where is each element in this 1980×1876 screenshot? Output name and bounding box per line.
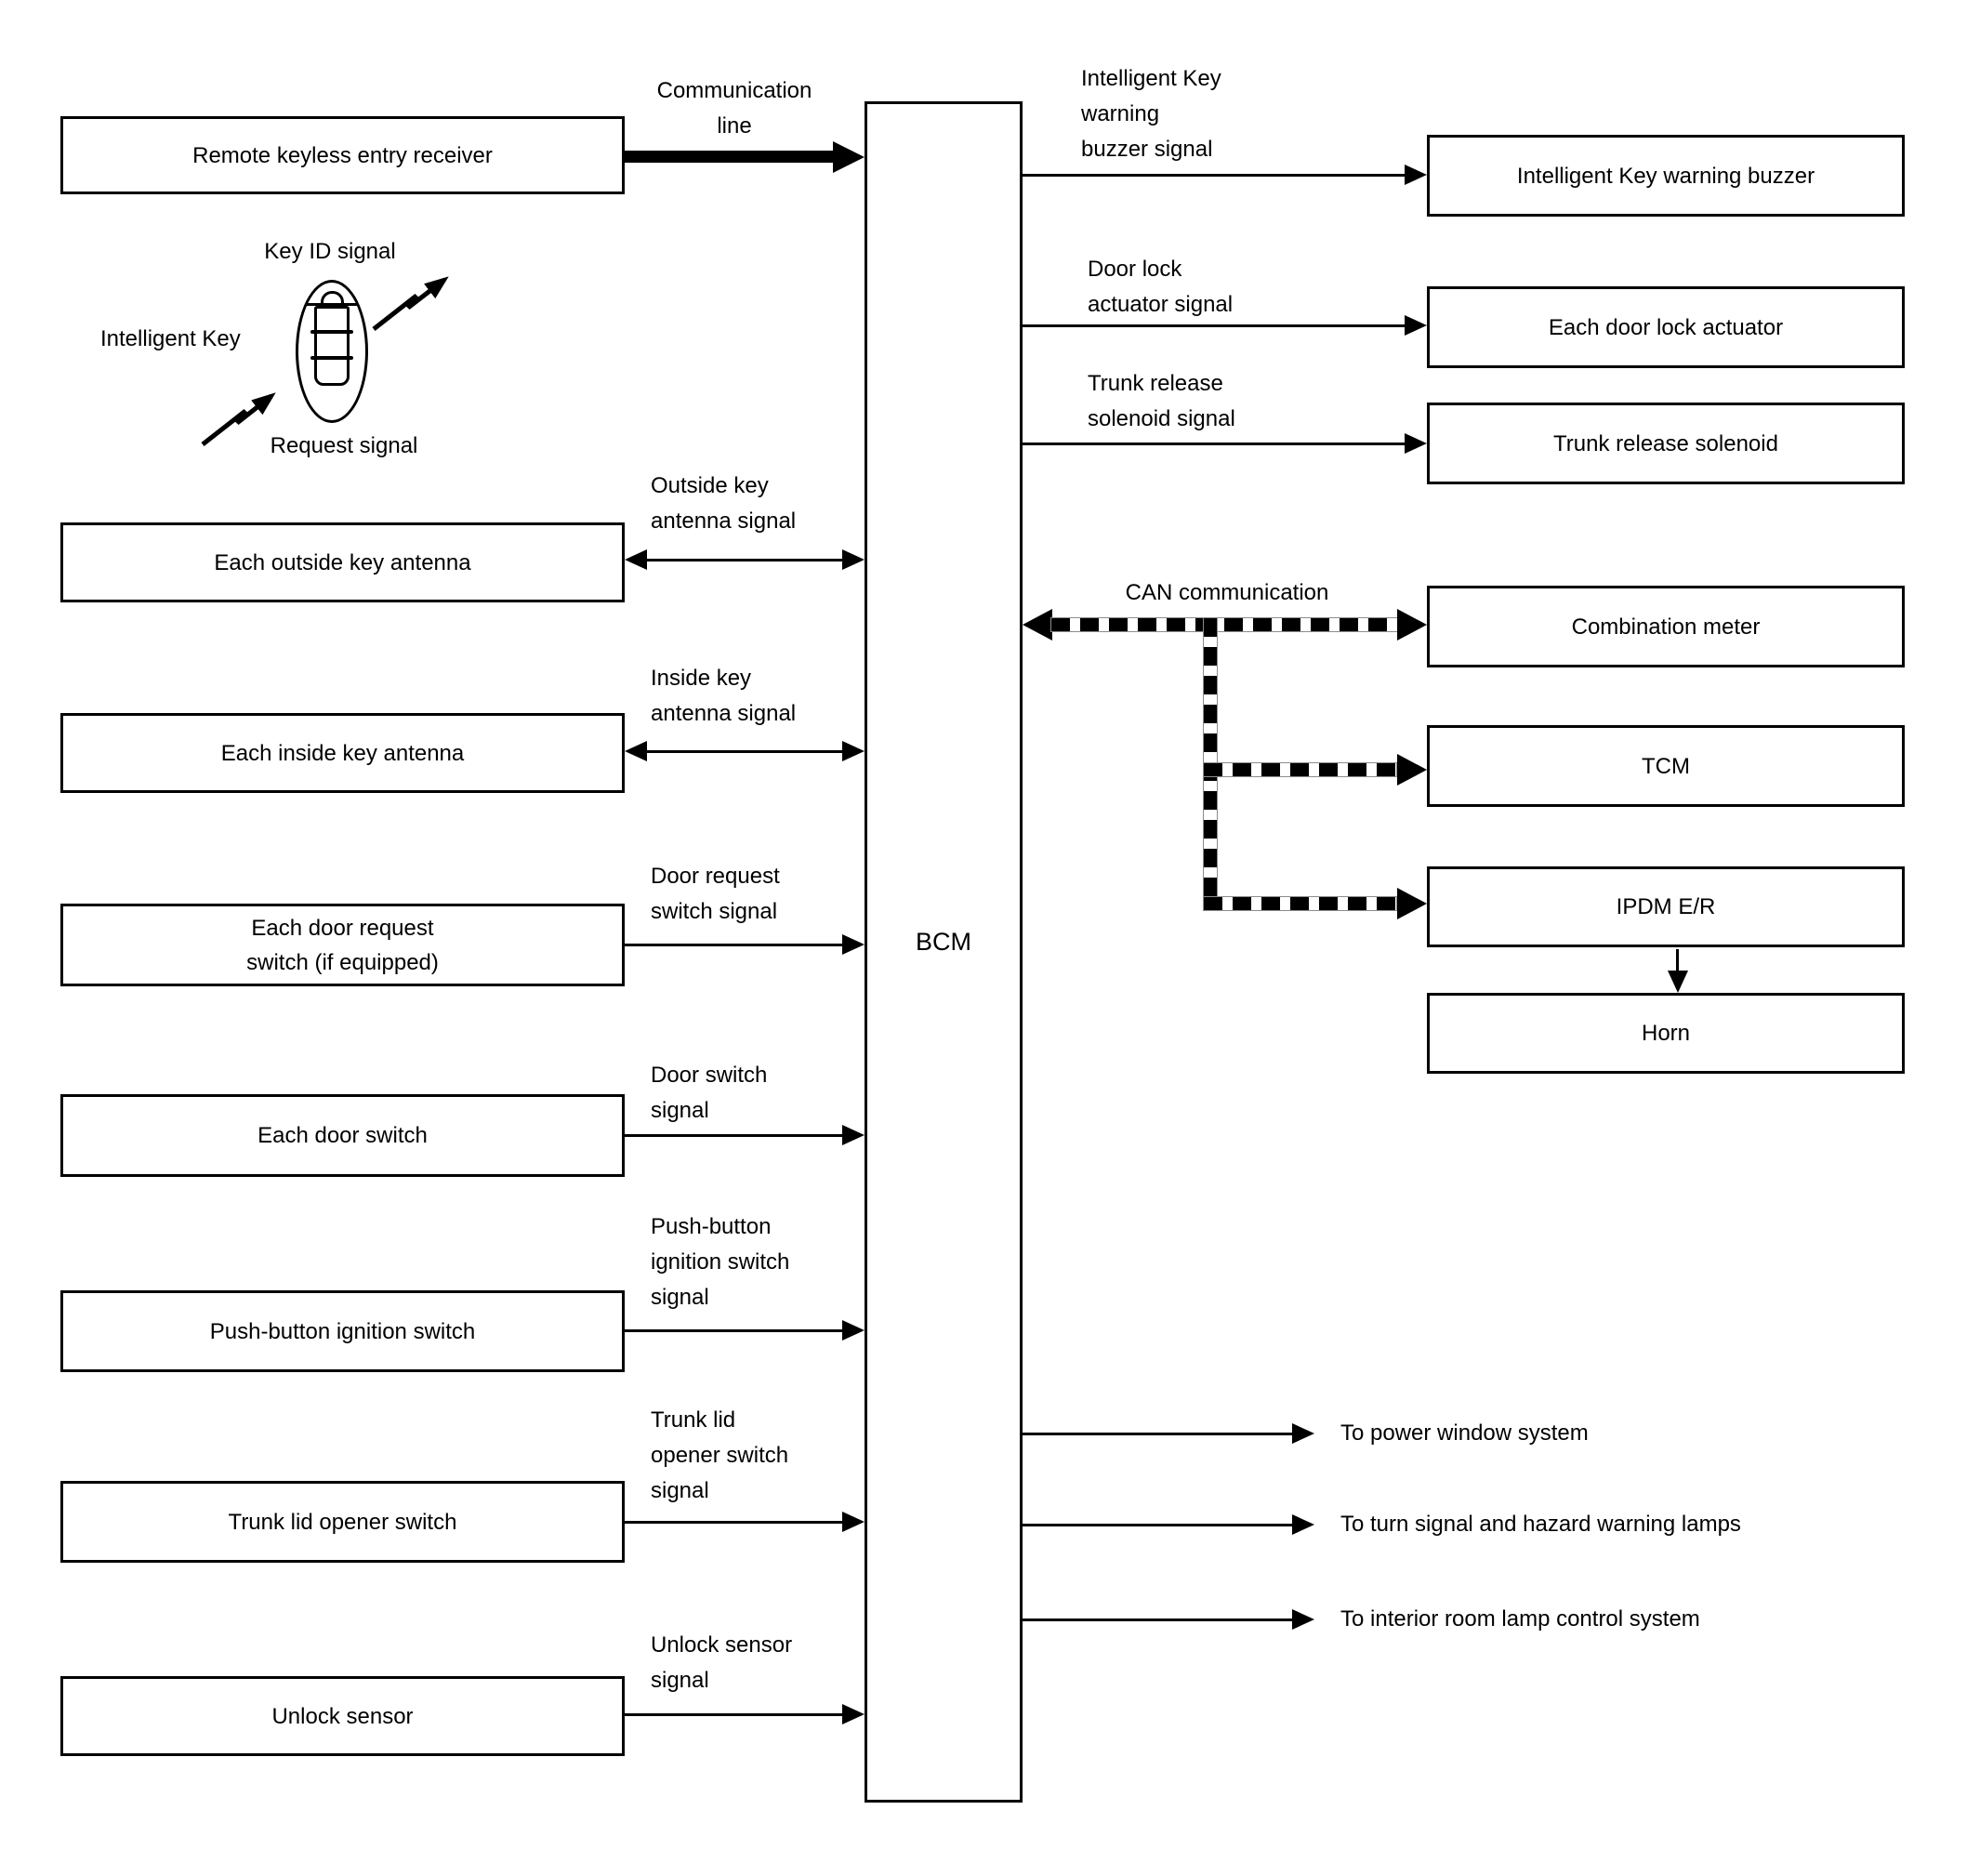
label-to-power-window-system: To power window system <box>1340 1420 1589 1446</box>
arrowhead-interior-lamp <box>1292 1609 1314 1630</box>
key-fob-button-panel <box>314 306 350 386</box>
label-outside-key-antenna-signal: Outside key antenna signal <box>651 473 797 534</box>
arrowhead-inside-east <box>842 741 865 761</box>
node-each-door-lock-actuator: Each door lock actuator <box>1427 286 1905 368</box>
arrow-inside-key-antenna <box>645 750 842 753</box>
arrowhead-door-switch <box>842 1125 865 1145</box>
arrowhead-outside-west <box>625 549 647 570</box>
label-door-request-switch-signal: Door request switch signal <box>651 864 780 924</box>
label-inside-key-antenna-signal: Inside key antenna signal <box>651 666 797 726</box>
arrowhead-push-button <box>842 1320 865 1341</box>
node-horn: Horn <box>1427 993 1905 1074</box>
label-to-turn-signal-hazard-lamps: To turn signal and hazard warning lamps <box>1340 1512 1741 1537</box>
node-tcm: TCM <box>1427 725 1905 807</box>
node-trunk-lid-opener-switch: Trunk lid opener switch <box>60 1481 625 1563</box>
arrowhead-trunk-lid <box>842 1512 865 1532</box>
radio-wave-arrow-icon <box>372 276 449 331</box>
arrow-trunk-lid <box>625 1521 842 1524</box>
arrowhead-turn-signal <box>1292 1514 1314 1535</box>
arrow-turn-signal <box>1023 1524 1294 1526</box>
node-each-door-switch: Each door switch <box>60 1094 625 1177</box>
can-branch-ipdm <box>1203 896 1397 911</box>
label-communication-line: Communication line <box>656 78 812 139</box>
arrow-door-request <box>625 944 842 946</box>
arrow-door-switch <box>625 1134 842 1137</box>
label-door-switch-signal: Door switch signal <box>651 1063 768 1123</box>
key-fob-button-divider <box>310 330 353 334</box>
label-trunk-release-solenoid-signal: Trunk release solenoid signal <box>1088 371 1235 431</box>
arrowhead-ik-buzzer <box>1405 165 1427 185</box>
arrow-door-lock <box>1023 324 1406 327</box>
can-arrowhead-west <box>1023 609 1052 641</box>
arrowhead-inside-west <box>625 741 647 761</box>
arrow-ik-buzzer <box>1023 174 1406 177</box>
label-to-interior-room-lamp-system: To interior room lamp control system <box>1340 1606 1700 1632</box>
label-ik-warning-buzzer-signal: Intelligent Key warning buzzer signal <box>1081 66 1221 162</box>
arrowhead-power-window <box>1292 1423 1314 1444</box>
arrow-communication-line <box>625 151 835 163</box>
radio-wave-arrow-icon <box>201 392 276 446</box>
node-combination-meter: Combination meter <box>1427 586 1905 667</box>
label-can-communication: CAN communication <box>1125 580 1329 605</box>
can-arrowhead-combination-meter <box>1397 609 1427 641</box>
node-ipdm-er: IPDM E/R <box>1427 866 1905 947</box>
arrowhead-unlock-sensor <box>842 1704 865 1724</box>
arrow-power-window <box>1023 1433 1294 1435</box>
node-bcm: BCM <box>865 101 1023 1803</box>
arrow-unlock-sensor <box>625 1713 842 1716</box>
node-remote-keyless-entry-receiver: Remote keyless entry receiver <box>60 116 625 194</box>
node-push-button-ignition-switch: Push-button ignition switch <box>60 1290 625 1372</box>
label-request-signal: Request signal <box>270 433 418 458</box>
node-each-inside-key-antenna: Each inside key antenna <box>60 713 625 793</box>
key-fob-ring-hole <box>321 291 344 304</box>
label-intelligent-key: Intelligent Key <box>100 326 241 351</box>
node-each-outside-key-antenna: Each outside key antenna <box>60 522 625 602</box>
label-unlock-sensor-signal: Unlock sensor signal <box>651 1632 793 1693</box>
node-trunk-release-solenoid: Trunk release solenoid <box>1427 403 1905 484</box>
label-trunk-lid-opener-signal: Trunk lid opener switch signal <box>651 1407 789 1503</box>
arrowhead-communication-line <box>833 141 865 173</box>
can-arrowhead-ipdm <box>1397 888 1427 919</box>
arrow-ipdm-to-horn <box>1676 949 1679 973</box>
label-door-lock-actuator-signal: Door lock actuator signal <box>1088 257 1234 317</box>
bcm-label: BCM <box>916 928 971 956</box>
can-trunk-line <box>1050 617 1399 632</box>
key-fob-button-divider <box>310 356 353 360</box>
arrow-push-button <box>625 1329 842 1332</box>
arrowhead-door-lock <box>1405 315 1427 336</box>
arrowhead-trunk-release <box>1405 433 1427 454</box>
node-intelligent-key-warning-buzzer: Intelligent Key warning buzzer <box>1427 135 1905 217</box>
arrow-outside-key-antenna <box>645 559 842 561</box>
can-branch-tcm <box>1203 762 1397 777</box>
label-push-button-ignition-signal: Push-button ignition switch signal <box>651 1214 790 1310</box>
node-each-door-request-switch: Each door request switch (if equipped) <box>60 904 625 986</box>
arrowhead-outside-east <box>842 549 865 570</box>
node-unlock-sensor: Unlock sensor <box>60 1676 625 1756</box>
arrow-interior-lamp <box>1023 1618 1294 1621</box>
arrow-trunk-release <box>1023 443 1406 445</box>
arrowhead-ipdm-to-horn <box>1668 971 1688 993</box>
can-arrowhead-tcm <box>1397 754 1427 786</box>
arrowhead-door-request <box>842 934 865 955</box>
label-key-id-signal: Key ID signal <box>264 239 396 264</box>
key-fob-separator-line <box>307 303 358 306</box>
